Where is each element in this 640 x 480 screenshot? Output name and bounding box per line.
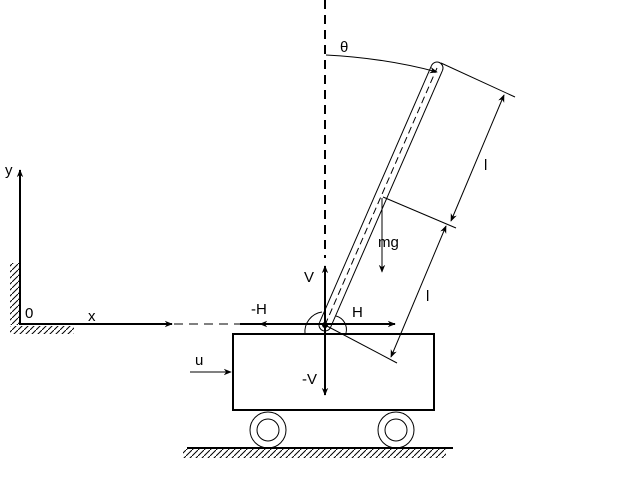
gravity-label: mg <box>378 234 399 251</box>
length-dimensions: l l <box>324 62 516 364</box>
x-axis-label: x <box>88 308 96 325</box>
wheel-right <box>377 411 415 449</box>
origin-label: 0 <box>25 305 33 322</box>
angle-arc-right <box>335 315 347 334</box>
input-force-label: u <box>195 352 203 369</box>
theta-label: θ <box>340 39 348 56</box>
force-v-down-label: -V <box>302 371 317 388</box>
upper-length-label: l <box>484 157 487 174</box>
wall-hatch <box>10 263 19 325</box>
theta-arc-arrow <box>325 54 438 74</box>
pendulum-rod <box>318 61 444 332</box>
lower-length-label: l <box>426 288 429 305</box>
y-axis-label: y <box>5 162 13 179</box>
angle-arc-left <box>304 311 323 335</box>
coordinate-axes: y 0 x <box>5 162 322 334</box>
wheel-left <box>249 411 287 449</box>
force-v-up-label: V <box>304 269 314 286</box>
floor-hatch-origin <box>10 326 74 334</box>
force-h-left-label: -H <box>251 301 267 318</box>
force-h-right-label: H <box>352 304 363 321</box>
upper-length-arrow <box>450 94 505 222</box>
cart-body <box>232 333 435 411</box>
ground-hatch <box>183 449 446 458</box>
lower-length-arrow <box>390 225 447 358</box>
